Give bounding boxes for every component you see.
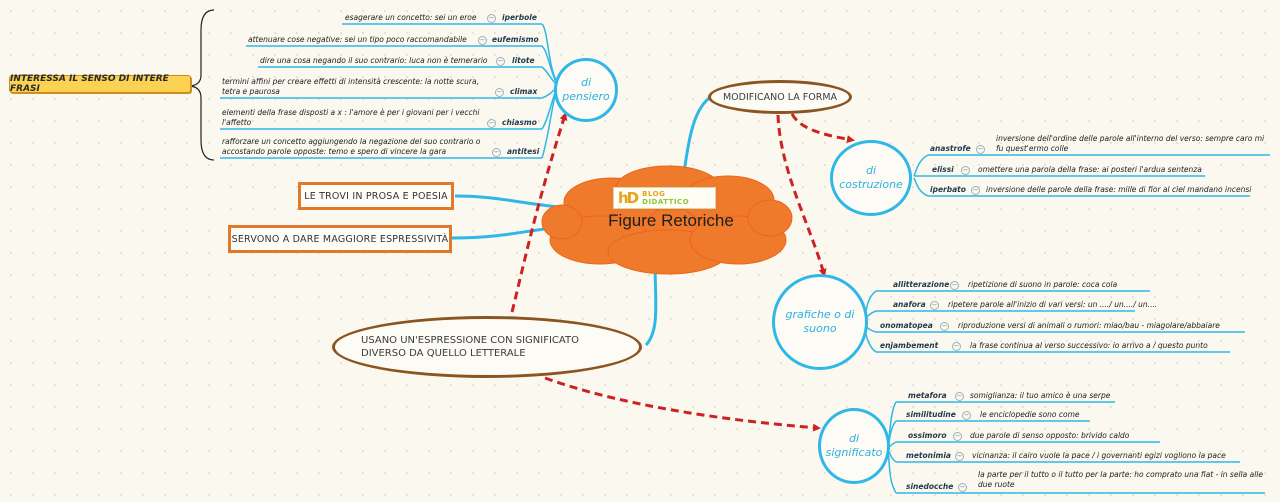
dashed-arrows (510, 112, 855, 432)
node-di-costruzione[interactable]: di costruzione (830, 140, 912, 216)
pensiero-desc-4: termini affini per creare effetti di int… (222, 77, 479, 96)
node-di-pensiero[interactable]: di pensiero (554, 58, 618, 122)
node-usano-espressione[interactable]: USANO UN'ESPRESSIONE CON SIGNIFICATO DIV… (332, 316, 642, 378)
pensiero-term-5[interactable]: chiasmo (502, 118, 537, 127)
pensiero-term-6[interactable]: antitesi (507, 147, 540, 156)
pensiero-branch-lines (220, 23, 557, 159)
minus-icon[interactable]: − (958, 483, 967, 492)
suono-term-1[interactable]: allitterazione (893, 280, 950, 289)
minus-icon[interactable]: − (955, 392, 964, 401)
arrow-forma-to-costruzione (790, 113, 855, 144)
node-prosa-poesia[interactable]: LE TROVI IN PROSA E POESIA (298, 182, 454, 210)
minus-icon[interactable]: − (930, 301, 939, 310)
minus-icon[interactable]: − (953, 432, 962, 441)
minus-icon[interactable]: − (496, 57, 505, 66)
node-espressivita[interactable]: SERVONO A DARE MAGGIORE ESPRESSIVITÀ (228, 225, 452, 253)
arrow-usano-to-significato (544, 376, 821, 432)
node-di-significato[interactable]: di significato (818, 408, 890, 484)
pensiero-desc-2: attenuare cose negative: sei un tipo poc… (248, 35, 467, 44)
pensiero-desc-5: elementi della frase disposti a x : l'am… (222, 108, 480, 127)
minus-icon[interactable]: − (971, 186, 980, 195)
pensiero-term-1[interactable]: iperbole (502, 13, 537, 22)
pensiero-desc-1: esagerare un concetto: sei un eroe (345, 13, 477, 22)
costruzione-desc-1: inversione dell'ordine delle parole all'… (996, 134, 1265, 153)
minus-icon[interactable]: − (478, 36, 487, 45)
costruzione-term-1[interactable]: anastrofe (930, 144, 971, 153)
callout-interessa-senso[interactable]: INTERESSA IL SENSO DI INTERE FRASI (9, 74, 191, 94)
node-modificano-la-forma[interactable]: MODIFICANO LA FORMA (708, 80, 852, 114)
suono-term-3[interactable]: onomatopea (880, 321, 933, 330)
blog-didattico-logo: hD BLOG DIDATTICO (613, 187, 716, 209)
significato-desc-3: due parole di senso opposto: brivido cal… (970, 431, 1130, 440)
minus-icon[interactable]: − (487, 119, 496, 128)
significato-desc-5: la parte per il tutto o il tutto per la … (978, 470, 1263, 489)
significato-term-5[interactable]: sinedocche (906, 482, 954, 491)
costruzione-term-2[interactable]: elissi (932, 165, 954, 174)
suono-desc-1: ripetizione di suono in parole: coca col… (968, 280, 1118, 289)
costruzione-desc-3: inversione delle parole della frase: mil… (986, 185, 1252, 194)
suono-term-4[interactable]: enjambement (880, 341, 939, 350)
significato-term-2[interactable]: similitudine (906, 410, 956, 419)
costruzione-branch-lines (913, 154, 1270, 197)
logo-line-1: BLOG (642, 190, 666, 198)
minus-icon[interactable]: − (952, 342, 961, 351)
minus-icon[interactable]: − (976, 145, 985, 154)
suono-desc-3: riproduzione versi di animali o rumori: … (958, 321, 1220, 330)
central-cloud (541, 165, 793, 275)
pensiero-desc-6: rafforzare un concetto aggiungendo la ne… (222, 137, 481, 156)
central-title[interactable]: Figure Retoriche (608, 211, 734, 230)
minus-icon[interactable]: − (492, 148, 501, 157)
minus-icon[interactable]: − (950, 281, 959, 290)
pensiero-term-2[interactable]: eufemismo (492, 35, 539, 44)
significato-term-4[interactable]: metonimia (906, 451, 951, 460)
logo-line-2: DIDATTICO (642, 198, 690, 206)
pensiero-term-4[interactable]: climax (510, 87, 538, 96)
logo-mark: hD (618, 189, 639, 207)
node-grafiche-o-di-suono[interactable]: grafiche o di suono (772, 274, 868, 370)
costruzione-term-3[interactable]: iperbato (930, 185, 966, 194)
significato-branch-lines (887, 401, 1265, 494)
pensiero-term-3[interactable]: litote (512, 56, 535, 65)
arrow-forma-to-suono (776, 114, 827, 277)
suono-desc-4: la frase continua al verso successivo: i… (970, 341, 1208, 350)
minus-icon[interactable]: − (962, 411, 971, 420)
significato-term-1[interactable]: metafora (908, 391, 947, 400)
costruzione-desc-2: omettere una parola della frase: ai post… (978, 165, 1202, 174)
arrow-usano-to-pensiero (510, 112, 568, 313)
minus-icon[interactable]: − (955, 452, 964, 461)
significato-desc-2: le enciclopedie sono come (980, 410, 1080, 419)
minus-icon[interactable]: − (495, 88, 504, 97)
suono-term-2[interactable]: anafora (893, 300, 926, 309)
significato-term-3[interactable]: ossimoro (908, 431, 947, 440)
minus-icon[interactable]: − (487, 14, 496, 23)
significato-desc-4: vicinanza: il cairo vuole la pace / i go… (972, 451, 1226, 460)
significato-desc-1: somiglianza: il tuo amico è una serpe (970, 391, 1111, 400)
suono-desc-2: ripetere parole all'inizio di vari versi… (948, 300, 1158, 309)
logo-text: BLOG DIDATTICO (642, 190, 689, 206)
minus-icon[interactable]: − (940, 322, 949, 331)
minus-icon[interactable]: − (961, 166, 970, 175)
pensiero-desc-3: dire una cosa negando il suo contrario: … (260, 56, 488, 65)
bracket-connector (187, 9, 215, 161)
